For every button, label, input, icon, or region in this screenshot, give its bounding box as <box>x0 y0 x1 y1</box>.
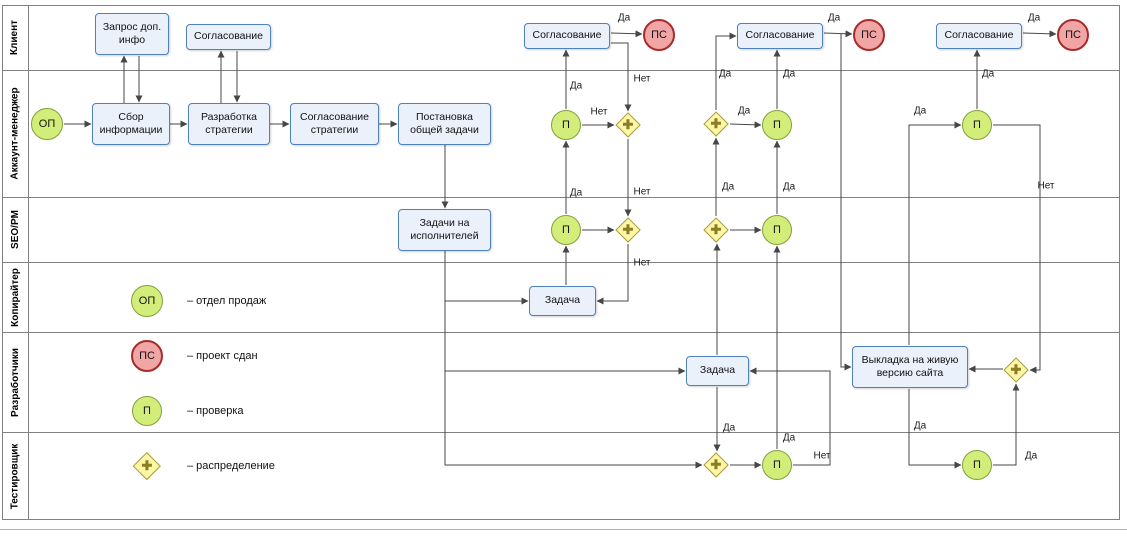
gateway-plus-icon: ✚ <box>622 222 634 237</box>
edge-check-am-3--gateway-dev-1 <box>993 124 1041 374</box>
gateway-test-1: ✚ <box>703 452 729 478</box>
task-strategy-approval: Согласование стратегии <box>290 103 379 145</box>
edge-task-deploy-live--check-test-2 <box>908 389 962 469</box>
edge-check-test-2--gateway-dev-1 <box>993 383 1020 466</box>
edge-task-approval-client-3--event-end-ps-2 <box>823 30 853 38</box>
gateway-dev-1: ✚ <box>1003 357 1029 383</box>
task-collect-info: Сбор информации <box>92 103 170 145</box>
edge-label-no: Нет <box>633 186 651 198</box>
check-seo-2: П <box>762 215 792 245</box>
legend-project-delivered-label: – проект сдан <box>187 350 258 362</box>
edge-task-approval-client-3--task-deploy-live <box>840 34 852 371</box>
edge-label-yes: Да <box>569 187 583 199</box>
edge-task-approval-client-2--event-end-ps-1 <box>610 30 643 38</box>
legend-distribution-symbol: ✚ <box>133 452 161 480</box>
check-am-3: П <box>962 110 992 140</box>
event-end-ps-2: ПС <box>853 19 885 51</box>
check-test-1: П <box>762 450 792 480</box>
legend-distribution-label: – распределение <box>187 460 275 472</box>
event-end-ps-1: ПС <box>643 19 675 51</box>
gateway-plus-icon: ✚ <box>710 457 722 472</box>
task-request-additional-info: Запрос доп. инфо <box>95 13 169 55</box>
task-developer-task: Задача <box>686 356 749 386</box>
task-set-general-task: Постановка общей задачи <box>398 103 491 145</box>
edge-label-yes: Да <box>827 12 841 24</box>
edge-label-yes: Да <box>1024 450 1038 462</box>
task-approval-client-1: Согласование <box>186 24 271 50</box>
gateway-seo-1: ✚ <box>615 217 641 243</box>
gateway-plus-icon: ✚ <box>141 458 153 473</box>
edge-task-approval-client-4--event-end-ps-3 <box>1022 30 1057 38</box>
edge-gateway-seo-1--task-copywriter-task <box>596 244 629 305</box>
task-copywriter-task: Задача <box>529 286 596 316</box>
task-approval-client-3: Согласование <box>737 23 823 49</box>
edge-label-yes: Да <box>569 80 583 92</box>
edge-task-approval-client-2--gateway-am-1 <box>611 42 632 112</box>
task-deploy-live: Выкладка на живую версию сайта <box>852 346 968 388</box>
edge-label-yes: Да <box>782 181 796 193</box>
gateway-plus-icon: ✚ <box>1010 362 1022 377</box>
edge-task-tasks-for-executors--gateway-test-1 <box>444 251 703 469</box>
gateway-plus-icon: ✚ <box>710 222 722 237</box>
check-seo-1: П <box>551 215 581 245</box>
edge-task-tasks-for-executors--task-copywriter-task <box>444 251 529 305</box>
legend-project-delivered-symbol: ПС <box>131 340 163 372</box>
gateway-plus-icon: ✚ <box>710 116 722 131</box>
edge-label-yes: Да <box>981 68 995 80</box>
edge-label-yes: Да <box>737 105 751 117</box>
edge-label-yes: Да <box>782 432 796 444</box>
edge-task-deploy-live--check-am-3 <box>908 121 962 345</box>
lane-divider <box>2 262 1120 263</box>
edge-label-yes: Да <box>913 420 927 432</box>
edge-label-no: Нет <box>813 450 831 462</box>
edge-label-yes: Да <box>721 181 735 193</box>
lane-divider <box>2 70 1120 71</box>
lane-divider <box>2 332 1120 333</box>
lane-divider <box>2 197 1120 198</box>
edge-check-test-1--task-developer-task <box>749 367 831 466</box>
task-approval-client-2: Согласование <box>524 23 610 49</box>
edge-label-yes: Да <box>1027 12 1041 24</box>
legend-check-label: – проверка <box>187 405 244 417</box>
window-bottom-edge <box>0 529 1127 530</box>
task-tasks-for-executors: Задачи на исполнителей <box>398 209 491 251</box>
edge-label-yes: Да <box>913 105 927 117</box>
task-approval-client-4: Согласование <box>936 23 1022 49</box>
gateway-am-2: ✚ <box>703 111 729 137</box>
edge-label-no: Нет <box>590 106 608 118</box>
gateway-plus-icon: ✚ <box>622 117 634 132</box>
edge-gateway-am-2--check-am-2 <box>729 121 762 129</box>
gateway-seo-2: ✚ <box>703 217 729 243</box>
legend-sales-dept-symbol: ОП <box>131 285 163 317</box>
edge-label-yes: Да <box>782 68 796 80</box>
legend-check-symbol: П <box>132 396 162 426</box>
edge-label-yes: Да <box>722 422 736 434</box>
check-am-1: П <box>551 110 581 140</box>
edge-label-no: Нет <box>633 73 651 85</box>
event-start-sales: ОП <box>31 108 63 140</box>
edge-label-no: Нет <box>1037 180 1055 192</box>
check-am-2: П <box>762 110 792 140</box>
lane-divider <box>2 432 1120 433</box>
edge-label-yes: Да <box>718 68 732 80</box>
gateway-am-1: ✚ <box>615 112 641 138</box>
event-end-ps-3: ПС <box>1057 19 1089 51</box>
check-test-2: П <box>962 450 992 480</box>
edge-label-no: Нет <box>633 257 651 269</box>
edge-label-yes: Да <box>617 12 631 24</box>
legend-sales-dept-label: – отдел продаж <box>187 295 267 307</box>
edge-gateway-am-2--task-approval-client-3 <box>715 32 737 110</box>
task-strategy-development: Разработка стратегии <box>188 103 270 145</box>
